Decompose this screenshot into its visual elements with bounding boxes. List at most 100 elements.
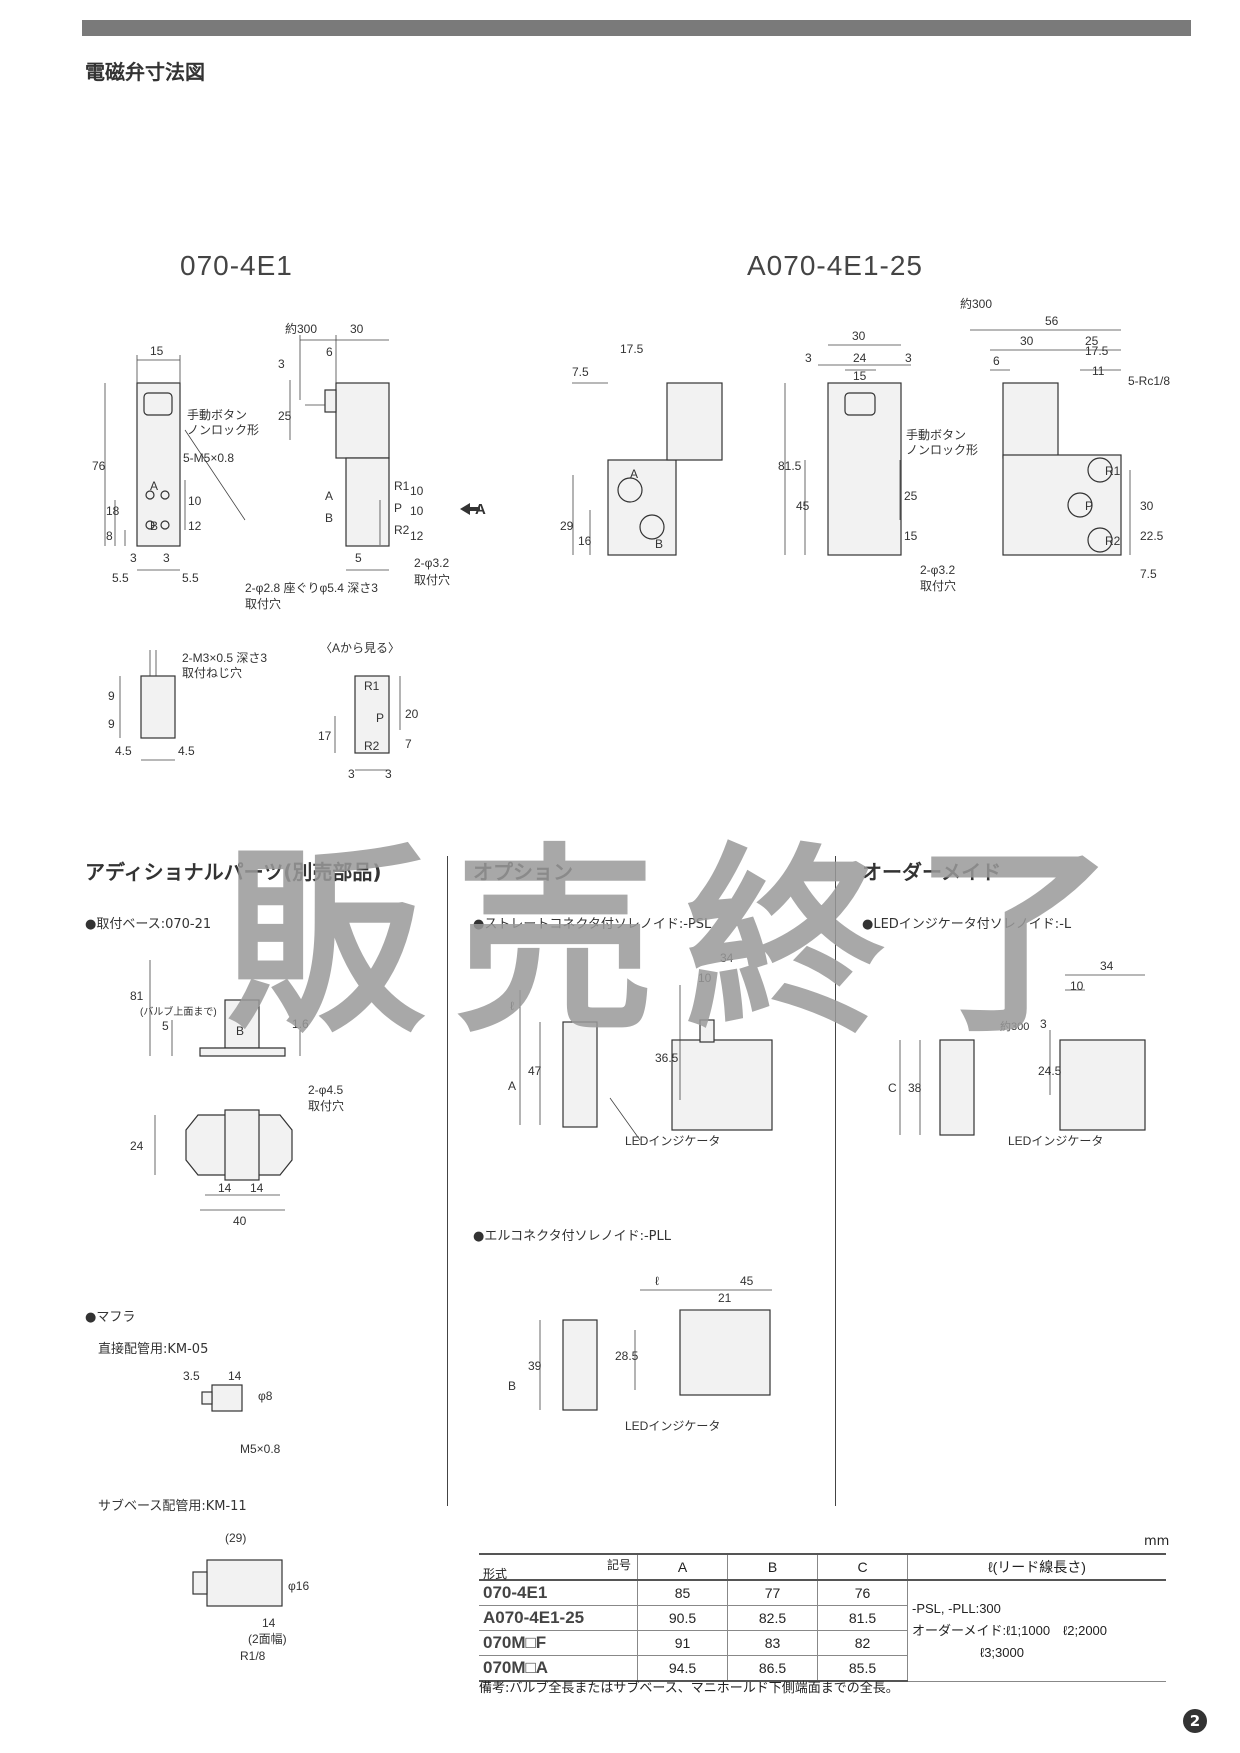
header-c: C: [817, 1553, 908, 1581]
dimension-label: 2-φ3.2: [920, 563, 955, 577]
dimension-label: 30: [852, 329, 866, 343]
drawing-ordermade-l: 34 10 約300 3 C 38 24.5 LEDインジケータ: [888, 959, 1146, 1148]
dimension-label: 11: [1092, 364, 1105, 378]
section-heading-additional-parts: アディショナルパーツ(別売部品): [85, 860, 382, 884]
dimension-label: 81: [130, 989, 144, 1003]
dimension-label: 4.5: [178, 744, 195, 758]
dimension-label: 5: [355, 551, 362, 565]
dimension-label: 14: [228, 1369, 242, 1383]
dimension-label: 81.5: [778, 459, 802, 473]
cell-c: 81.5: [817, 1605, 908, 1631]
section-heading-ordermade: オーダーメイド: [862, 860, 1002, 884]
muffler-subbase-label: サブベース配管用:KM-11: [98, 1499, 247, 1514]
dimension-label: ノンロック形: [187, 423, 259, 437]
table-row: A070-4E1-25 90.5 82.5 81.5: [479, 1605, 1166, 1631]
cell-c: 76: [817, 1580, 908, 1606]
dimension-label: P: [376, 711, 384, 725]
dimension-label: P: [1085, 499, 1093, 513]
dimension-label: 14: [262, 1616, 276, 1630]
dimension-label: 5: [162, 1019, 169, 1033]
dimension-label: 25: [278, 409, 292, 423]
dimension-label: 10: [1070, 979, 1084, 993]
dimension-label: B: [150, 519, 158, 533]
dimension-label: 6: [326, 345, 333, 359]
dimension-label: 7.5: [1140, 567, 1157, 581]
dimension-label: B: [508, 1379, 516, 1393]
dimension-label: 10: [410, 504, 424, 518]
lead-line: ℓ3;3000: [980, 1644, 1024, 1660]
dimension-label: 1.6: [292, 1017, 309, 1031]
header-symbol: 記号: [606, 1558, 631, 1572]
dimension-label: 15: [853, 369, 867, 383]
dimension-label: A: [325, 489, 333, 503]
dimension-label: ノンロック形: [906, 443, 978, 457]
dimension-label: 30: [350, 322, 364, 336]
drawing-a070-middle: 30 3 24 3 15 81.5 45 25 15 手動ボタン ノンロック形 …: [778, 329, 978, 593]
drawing-option-pll: ℓ 45 21 B 39 28.5 LEDインジケータ: [508, 1274, 772, 1433]
dimension-label: 5.5: [182, 571, 199, 585]
table-row: 070M□A 94.5 86.5 85.5: [479, 1655, 1166, 1682]
header-bar: [82, 20, 1191, 36]
discontinued-watermark: 販売終了: [225, 827, 1146, 1060]
dimension-label: 40: [233, 1214, 247, 1228]
cell-b: 82.5: [727, 1605, 818, 1631]
header-model: 形式: [483, 1566, 508, 1581]
dimension-label: 10: [410, 484, 424, 498]
dimension-label: 3: [348, 767, 355, 781]
drawing-a070-front: 17.5 7.5 29 16 A B: [560, 342, 723, 556]
dimension-label: 取付穴: [414, 572, 450, 587]
drawing-view-from-a: 〈Aから見る〉 R1 P R2 20 17 7 3 3: [318, 641, 419, 781]
dimension-label: 4.5: [115, 744, 132, 758]
dimension-label: 手動ボタン: [906, 428, 966, 442]
dimension-label: 34: [1100, 959, 1114, 973]
drawing-070-4e1-front: 15 76 18 8 3 3 5.5 5.5 手動ボタン ノンロック形 5-M5…: [92, 344, 378, 611]
drawing-bottom-view: 2-M3×0.5 深さ3 取付ねじ穴 9 9 4.5 4.5: [108, 650, 267, 761]
dimension-label: LEDインジケータ: [1008, 1134, 1103, 1148]
dimension-label: A: [150, 479, 158, 493]
dimension-label: 5.5: [112, 571, 129, 585]
table-corner-header: 記号 形式: [479, 1553, 638, 1581]
cell-a: 90.5: [637, 1605, 728, 1631]
dimension-label: 2-M3×0.5 深さ3: [182, 651, 267, 665]
dimension-label: R2: [1105, 534, 1121, 548]
dimension-label: R1/8: [240, 1649, 266, 1663]
dimension-label: 34: [720, 951, 734, 965]
cell-c: 82: [817, 1630, 908, 1656]
option-psl-label: ●ストレートコネクタ付ソレノイド:-PSL: [473, 917, 712, 932]
dimension-label: P: [394, 501, 402, 515]
row-model: 070-4E1: [479, 1580, 638, 1606]
cell-b: 83: [727, 1630, 818, 1656]
dimension-label: 3: [278, 357, 285, 371]
dimension-label: 47: [528, 1064, 542, 1078]
dimension-label: 5-Rc1/8: [1128, 374, 1170, 388]
dimension-label: A: [475, 501, 486, 518]
drawing-a070-side: 約300 56 30 25 6 17.5 11 5-Rc1/8 R1 P R2 …: [960, 296, 1170, 581]
muffler-label: ●マフラ: [85, 1310, 136, 1325]
row-model: 070M□A: [479, 1655, 638, 1682]
dimension-label: 3: [905, 351, 912, 365]
unit-label: mm: [1144, 1534, 1170, 1549]
dimension-label: 28.5: [615, 1349, 639, 1363]
cell-a: 85: [637, 1580, 728, 1606]
dimension-label: 2-φ2.8 座ぐりφ5.4 深さ3: [245, 580, 378, 595]
dimension-label: B: [236, 1024, 244, 1038]
lead-line: -PSL, -PLL:300: [912, 1600, 1001, 1616]
dimension-label: 約300: [960, 296, 992, 311]
dimension-label: 30: [1020, 334, 1034, 348]
option-pll-label: ●エルコネクタ付ソレノイド:-PLL: [473, 1229, 671, 1244]
dimension-label: 17.5: [1085, 344, 1109, 358]
section-divider: [447, 856, 448, 1506]
dimension-label: 39: [528, 1359, 542, 1373]
dimension-label: 21: [718, 1291, 732, 1305]
dimension-label: 約300: [1000, 1019, 1029, 1033]
dimension-label: 29: [560, 519, 574, 533]
dimension-label: ℓ: [510, 999, 514, 1013]
dimension-table: 記号 形式 A B C ℓ(リード線長さ) 070-4E1 85 77 76 -…: [479, 1553, 1166, 1682]
mounting-base-label: ●取付ベース:070-21: [85, 917, 212, 932]
drawing-070-4e1-side: 約300 30 6 3 25 A B R1 P R2 10 10 12 5 2-…: [278, 321, 486, 587]
dimension-label: 36.5: [655, 1051, 679, 1065]
dimension-label: R1: [394, 479, 410, 493]
dimension-label: ℓ: [655, 1274, 659, 1288]
drawing-option-psl: ℓ A 47 34 10 36.5 LEDインジケータ: [508, 951, 773, 1148]
